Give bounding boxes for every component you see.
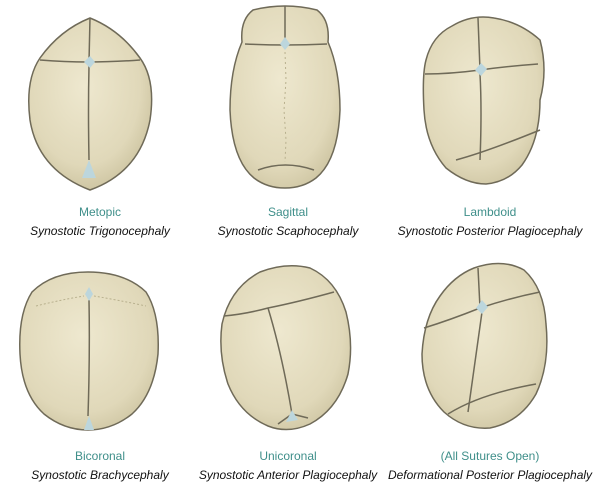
diagnosis-label: Synostotic Anterior Plagiocephaly [198, 468, 378, 482]
diagnosis-label: Synostotic Brachycephaly [31, 468, 169, 482]
skull-bicoronal-illustration [19, 271, 159, 431]
skull-lambdoid-illustration [422, 16, 545, 185]
suture-label: (All Sutures Open) [440, 449, 540, 463]
skull-deformational-illustration [421, 262, 548, 429]
skull-unicoronal-illustration [220, 265, 352, 431]
suture-label: Unicoronal [259, 449, 317, 463]
suture-label: Lambdoid [463, 205, 517, 219]
suture-label: Metopic [78, 205, 122, 219]
skull-metopic-illustration [28, 17, 153, 191]
suture-label: Bicoronal [74, 449, 126, 463]
skull-sagittal-illustration [229, 5, 341, 189]
diagnosis-label: Synostotic Scaphocephaly [217, 224, 359, 238]
diagnosis-label: Synostotic Posterior Plagiocephaly [397, 224, 583, 238]
diagnosis-label: Deformational Posterior Plagiocephaly [387, 468, 593, 482]
suture-label: Sagittal [267, 205, 309, 219]
diagnosis-label: Synostotic Trigonocephaly [30, 224, 170, 238]
